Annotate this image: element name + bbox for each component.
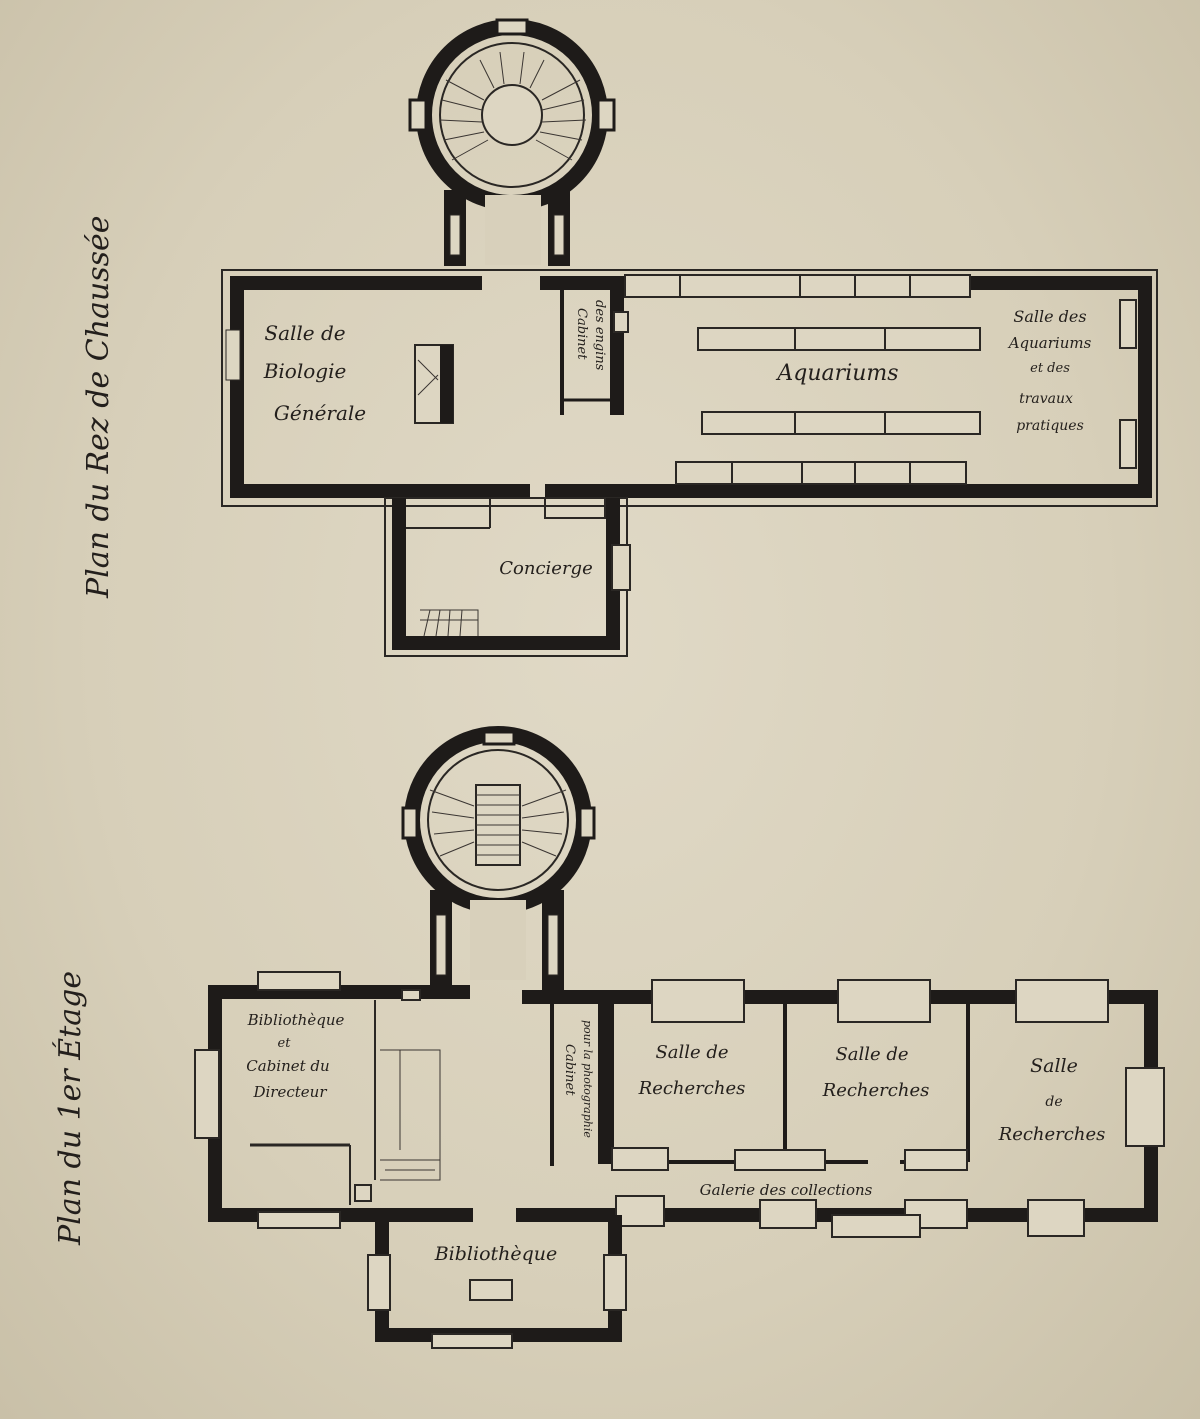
label-galerie-collections: Galerie des collections xyxy=(700,1181,873,1199)
first-main-block xyxy=(194,971,1165,1238)
label-biologie-1: Salle de xyxy=(264,321,345,345)
label-bibdir-1: Bibliothèque xyxy=(247,1011,345,1029)
concierge-wing xyxy=(384,497,631,657)
library-wing xyxy=(367,1215,627,1349)
label-biologie-3: Générale xyxy=(274,401,366,425)
label-recherches-1a: Salle de xyxy=(655,1042,728,1063)
label-cabinet-engins-1: Cabinet xyxy=(574,308,589,360)
label-concierge: Concierge xyxy=(499,558,592,579)
label-salle-aquariums-5: pratiques xyxy=(1016,418,1084,434)
label-biologie-2: Biologie xyxy=(263,359,347,383)
ground-floor-plan xyxy=(221,18,1158,657)
label-bibdir-3: Cabinet du xyxy=(246,1057,329,1075)
label-salle-aquariums-3: et des xyxy=(1030,361,1070,376)
first-stair-tower xyxy=(401,726,596,990)
label-bibliotheque: Bibliothèque xyxy=(434,1243,558,1265)
ground-floor-title: Plan du Rez de Chaussée xyxy=(81,215,116,599)
label-recherches-3a: Salle xyxy=(1030,1055,1078,1077)
label-salle-aquariums-1: Salle des xyxy=(1013,307,1086,326)
label-cabinet-engins-2: des engins xyxy=(592,300,607,371)
aquarium-tank-upper xyxy=(697,327,981,351)
label-recherches-2b: Recherches xyxy=(822,1080,930,1101)
label-bibdir-4: Directeur xyxy=(252,1083,327,1101)
label-salle-aquariums-4: travaux xyxy=(1019,391,1073,407)
ground-main-block xyxy=(221,269,1158,507)
library-table xyxy=(469,1279,513,1301)
label-recherches-2a: Salle de xyxy=(835,1044,908,1065)
label-salle-aquariums-2: Aquariums xyxy=(1007,334,1092,352)
label-recherches-3b: de xyxy=(1045,1094,1062,1110)
label-aquariums: Aquariums xyxy=(775,361,898,386)
first-floor-title: Plan du 1er Étage xyxy=(52,971,88,1246)
label-recherches-3c: Recherches xyxy=(998,1124,1106,1145)
label-bibdir-2: et xyxy=(278,1036,292,1051)
label-cabinet-photo-2: pour la photographie xyxy=(581,1020,594,1138)
aquarium-tank-lower xyxy=(701,411,981,435)
ground-stair-tower xyxy=(408,18,616,266)
first-floor-plan xyxy=(194,726,1165,1349)
label-recherches-1b: Recherches xyxy=(638,1078,746,1099)
label-cabinet-photo-1: Cabinet xyxy=(562,1044,577,1096)
